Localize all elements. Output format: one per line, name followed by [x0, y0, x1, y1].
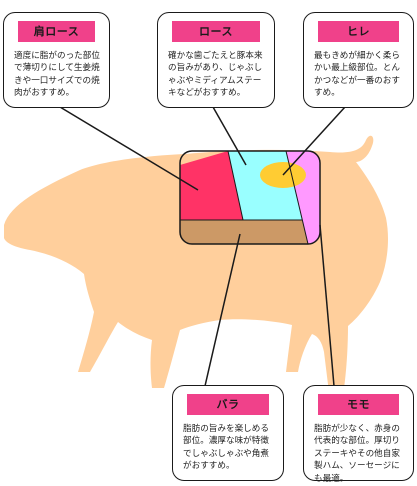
card-rosu-title: ロース [172, 21, 260, 42]
leader-hire [282, 106, 346, 176]
leader-bara [204, 233, 241, 387]
cut-kata-rosu [180, 151, 243, 220]
card-momo: モモ 脂肪が少なく、赤身の代表的な部位。厚切りステーキやその他自家製ハム、ソーセ… [303, 385, 414, 484]
card-hire-title: ヒレ [318, 21, 399, 42]
card-rosu-desc: 確かな歯ごたえと豚本来の旨みがあり、じゃぶしゃぶやミディアムステーキなどがおすす… [168, 51, 263, 99]
card-rosu: ロース 確かな歯ごたえと豚本来の旨みがあり、じゃぶしゃぶやミディアムステーキなど… [157, 12, 275, 108]
card-hire-desc: 最もきめが細かく柔らかい最上級部位。とんかつなどが一番のおすすめ。 [314, 51, 400, 99]
cut-divider-2 [285, 150, 309, 245]
leader-rosu [212, 106, 247, 166]
card-kata-rosu-desc: 適度に脂がのった部位で薄切りにして生姜焼きや一口サイズでの焼肉がおすすめ。 [14, 51, 100, 99]
card-bara-desc: 脂肪の旨みを楽しめる部位。濃厚な味が特徴でしゃぶしゃぶや角煮がおすすめ。 [183, 424, 269, 472]
card-hire: ヒレ 最もきめが細かく柔らかい最上級部位。とんかつなどが一番のおすすめ。 [303, 12, 414, 108]
card-bara: バラ 脂肪の旨みを楽しめる部位。濃厚な味が特徴でしゃぶしゃぶや角煮がおすすめ。 [172, 385, 284, 481]
leader-kata-rosu [59, 106, 199, 191]
leader-momo [319, 224, 335, 387]
card-momo-title: モモ [318, 394, 399, 415]
card-bara-title: バラ [187, 394, 269, 415]
cut-bara [180, 220, 308, 244]
cuts-block [179, 150, 321, 245]
cut-divider-1 [227, 150, 244, 221]
card-kata-rosu-title: 肩ロース [18, 21, 95, 42]
cuts-outline [179, 150, 321, 245]
card-momo-desc: 脂肪が少なく、赤身の代表的な部位。厚切りステーキやその他自家製ハム、ソーセージに… [314, 424, 400, 484]
card-kata-rosu: 肩ロース 適度に脂がのった部位で薄切りにして生姜焼きや一口サイズでの焼肉がおすす… [3, 12, 110, 108]
